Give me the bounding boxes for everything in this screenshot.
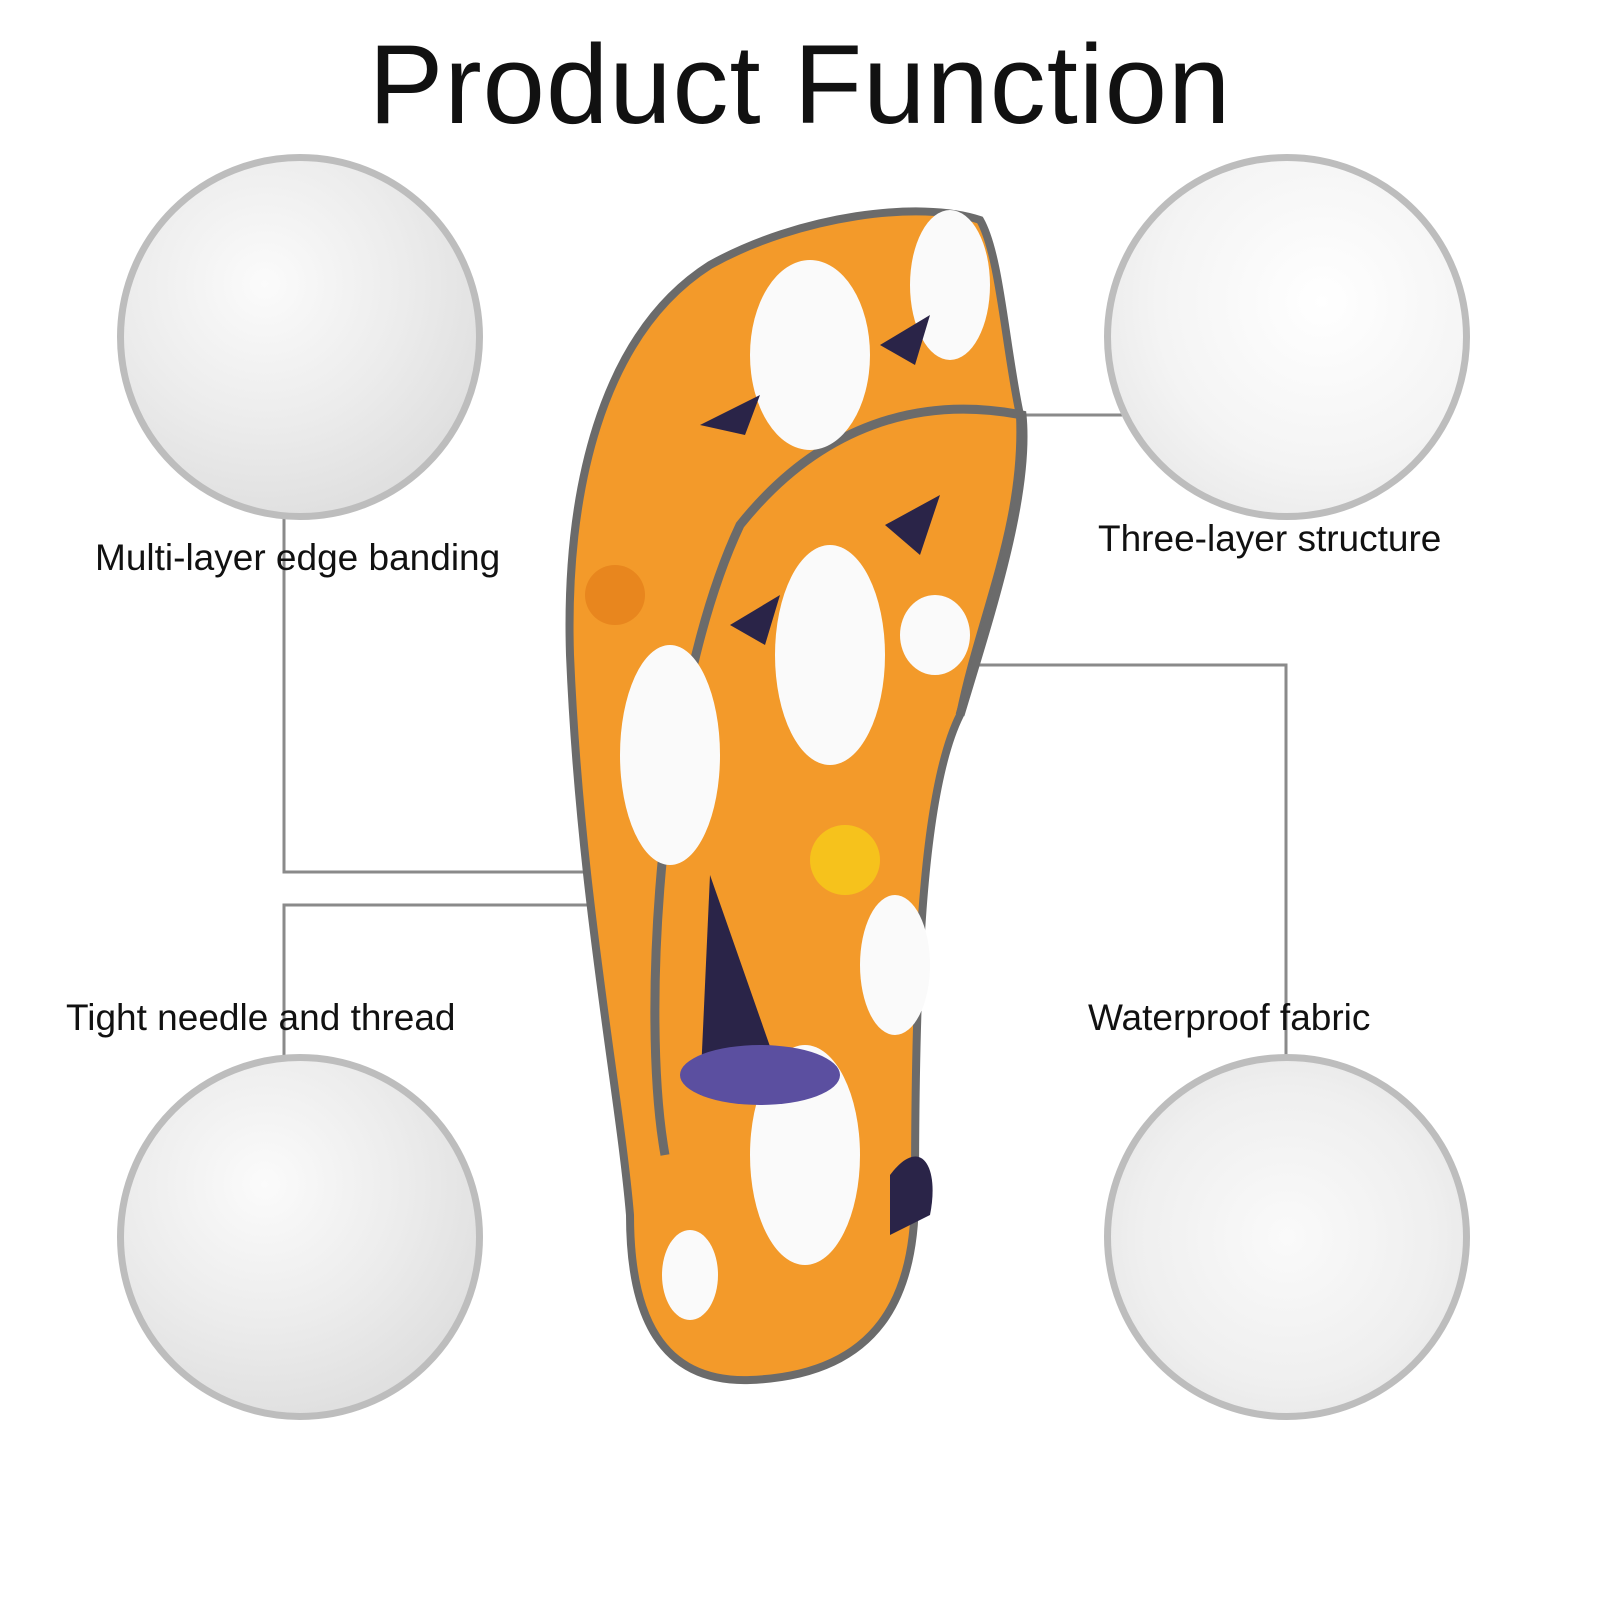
feature-label-three-layer: Three-layer structure — [1098, 518, 1442, 559]
detail-circle-waterproof — [1104, 1054, 1470, 1420]
callout-line-edge-banding — [282, 513, 592, 874]
feature-label-waterproof: Waterproof fabric — [1088, 997, 1371, 1038]
detail-circle-needle-thread — [117, 1054, 483, 1420]
golf-headcover-image — [565, 207, 1028, 1385]
page-title: Product Function — [368, 22, 1232, 147]
callout-line-waterproof — [968, 663, 1288, 1055]
feature-label-edge-banding: Multi-layer edge banding — [95, 537, 501, 578]
callout-line-needle-thread — [282, 903, 598, 1055]
detail-circle-edge-banding — [117, 154, 483, 520]
detail-circle-three-layer — [1104, 154, 1470, 520]
feature-label-needle-thread: Tight needle and thread — [66, 997, 456, 1038]
